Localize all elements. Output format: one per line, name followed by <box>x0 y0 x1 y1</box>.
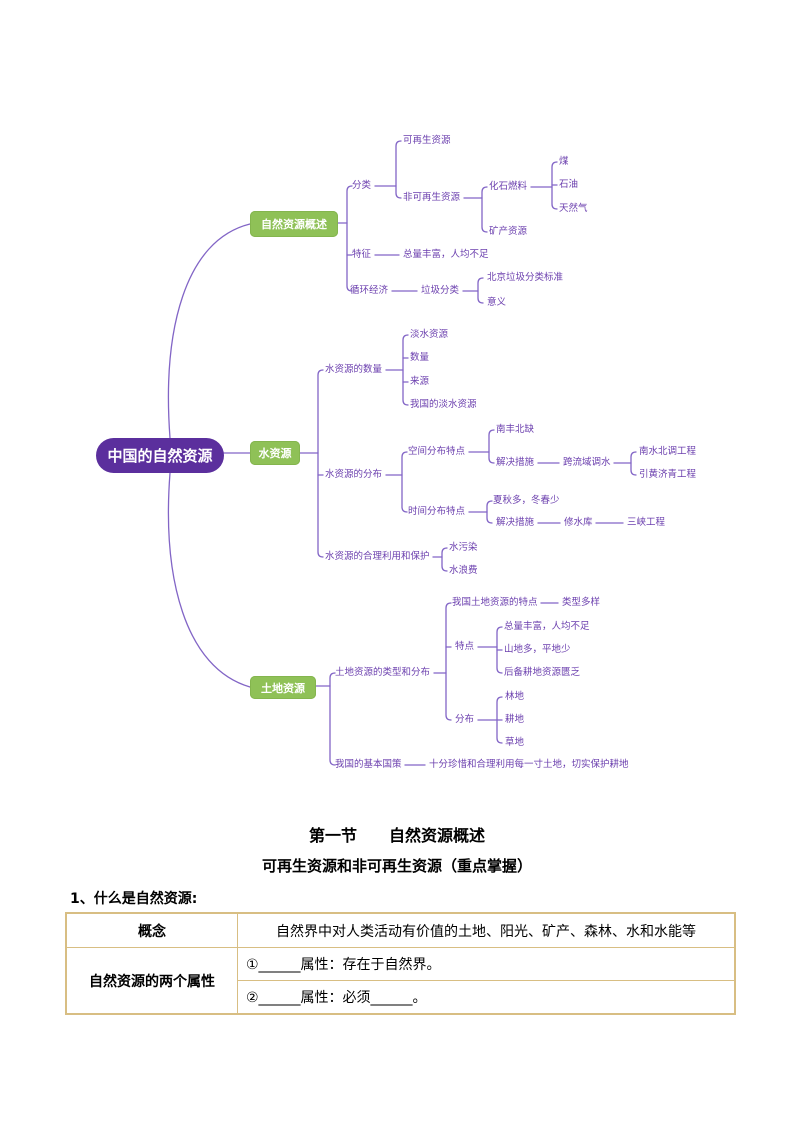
mindmap-node[interactable]: 我国的基本国策 <box>335 759 402 770</box>
mindmap-connectors <box>167 140 637 766</box>
mindmap-node[interactable]: 天然气 <box>559 203 588 214</box>
mindmap-node[interactable]: 特点 <box>455 641 475 652</box>
mindmap-node[interactable]: 空间分布特点 <box>408 446 466 457</box>
mindmap-node[interactable]: 草地 <box>505 737 525 748</box>
mindmap-node[interactable]: 水资源的分布 <box>325 469 383 480</box>
mindmap-node[interactable]: 总量丰富，人均不足 <box>403 249 489 260</box>
mindmap-node[interactable]: 北京垃圾分类标准 <box>487 272 564 283</box>
mindmap: 中国的自然资源 自然资源概述 水资源 土地资源 分类 可再生资源 非可再生资源 … <box>96 135 697 770</box>
mindmap-branch-node[interactable]: 土地资源 <box>250 676 316 699</box>
mindmap-node[interactable]: 三峡工程 <box>627 517 666 528</box>
mindmap-node[interactable]: 可再生资源 <box>403 135 451 146</box>
mindmap-node[interactable]: 时间分布特点 <box>408 506 466 517</box>
mindmap-node[interactable]: 总量丰富，人均不足 <box>504 621 590 632</box>
mindmap-node[interactable]: 矿产资源 <box>489 226 528 237</box>
mindmap-node[interactable]: 修水库 <box>564 517 593 528</box>
mindmap-node[interactable]: 类型多样 <box>562 597 601 608</box>
mindmap-node[interactable]: 我国土地资源的特点 <box>452 597 538 608</box>
mindmap-node[interactable]: 后备耕地资源匮乏 <box>504 667 581 678</box>
mindmap-node[interactable]: 水资源的合理利用和保护 <box>325 551 430 562</box>
mindmap-branch-node[interactable]: 水资源 <box>250 441 300 465</box>
mindmap-node[interactable]: 垃圾分类 <box>421 285 460 296</box>
mindmap-node[interactable]: 淡水资源 <box>410 329 449 340</box>
table-row: 概念 自然界中对人类活动有价值的土地、阳光、矿产、森林、水和水能等 <box>65 912 736 948</box>
mindmap-branch-node[interactable]: 自然资源概述 <box>250 211 338 237</box>
mindmap-node[interactable]: 水污染 <box>449 542 478 553</box>
mindmap-node[interactable]: 十分珍惜和合理利用每一寸土地，切实保护耕地 <box>429 759 629 770</box>
mindmap-node[interactable]: 山地多，平地少 <box>504 644 571 655</box>
mindmap-node[interactable]: 来源 <box>410 376 430 387</box>
table-value-cell: 自然界中对人类活动有价值的土地、阳光、矿产、森林、水和水能等 <box>237 912 736 948</box>
mindmap-node[interactable]: 意义 <box>487 297 507 308</box>
mindmap-node[interactable]: 解决措施 <box>496 457 535 468</box>
definition-table: 概念 自然界中对人类活动有价值的土地、阳光、矿产、森林、水和水能等 自然资源的两… <box>65 912 736 1015</box>
section-subheading: 可再生资源和非可再生资源（重点掌握） <box>261 857 532 875</box>
mindmap-node[interactable]: 非可再生资源 <box>403 192 461 203</box>
mindmap-node[interactable]: 林地 <box>505 691 525 702</box>
mindmap-node[interactable]: 特征 <box>352 249 372 260</box>
table-header-cell: 概念 <box>65 912 238 948</box>
mindmap-node[interactable]: 夏秋多，冬春少 <box>493 495 560 506</box>
table-row: 自然资源的两个属性 ①______属性：存在于自然界。 <box>65 947 736 1015</box>
mindmap-node[interactable]: 分类 <box>352 180 372 191</box>
mindmap-node[interactable]: 水浪费 <box>449 565 478 576</box>
table-header-cell: 自然资源的两个属性 <box>65 947 238 1015</box>
mindmap-node[interactable]: 南丰北缺 <box>496 424 535 435</box>
table-value-cell: ②______属性：必须______。 <box>237 980 736 1015</box>
mindmap-node[interactable]: 化石燃料 <box>489 181 528 192</box>
mindmap-node[interactable]: 引黄济青工程 <box>639 469 697 480</box>
mindmap-root-node[interactable]: 中国的自然资源 <box>96 438 224 473</box>
mindmap-node[interactable]: 我国的淡水资源 <box>410 399 477 410</box>
mindmap-node[interactable]: 煤 <box>559 156 569 167</box>
table-value-cell: ①______属性：存在于自然界。 <box>237 947 736 981</box>
mindmap-node[interactable]: 数量 <box>410 352 430 363</box>
mindmap-node[interactable]: 解决措施 <box>496 517 535 528</box>
mindmap-node[interactable]: 跨流域调水 <box>563 457 611 468</box>
mindmap-node[interactable]: 耕地 <box>505 714 525 725</box>
question-item: 1、什么是自然资源: <box>70 891 198 907</box>
mindmap-node[interactable]: 南水北调工程 <box>639 446 697 457</box>
mindmap-node[interactable]: 石油 <box>559 179 579 190</box>
mindmap-node[interactable]: 循环经济 <box>350 285 389 296</box>
mindmap-node[interactable]: 水资源的数量 <box>325 364 383 375</box>
table-row: ②______属性：必须______。 <box>66 980 736 1015</box>
section-heading: 第一节 自然资源概述 <box>308 826 485 845</box>
mindmap-node[interactable]: 土地资源的类型和分布 <box>335 667 431 678</box>
mindmap-node[interactable]: 分布 <box>455 714 475 725</box>
